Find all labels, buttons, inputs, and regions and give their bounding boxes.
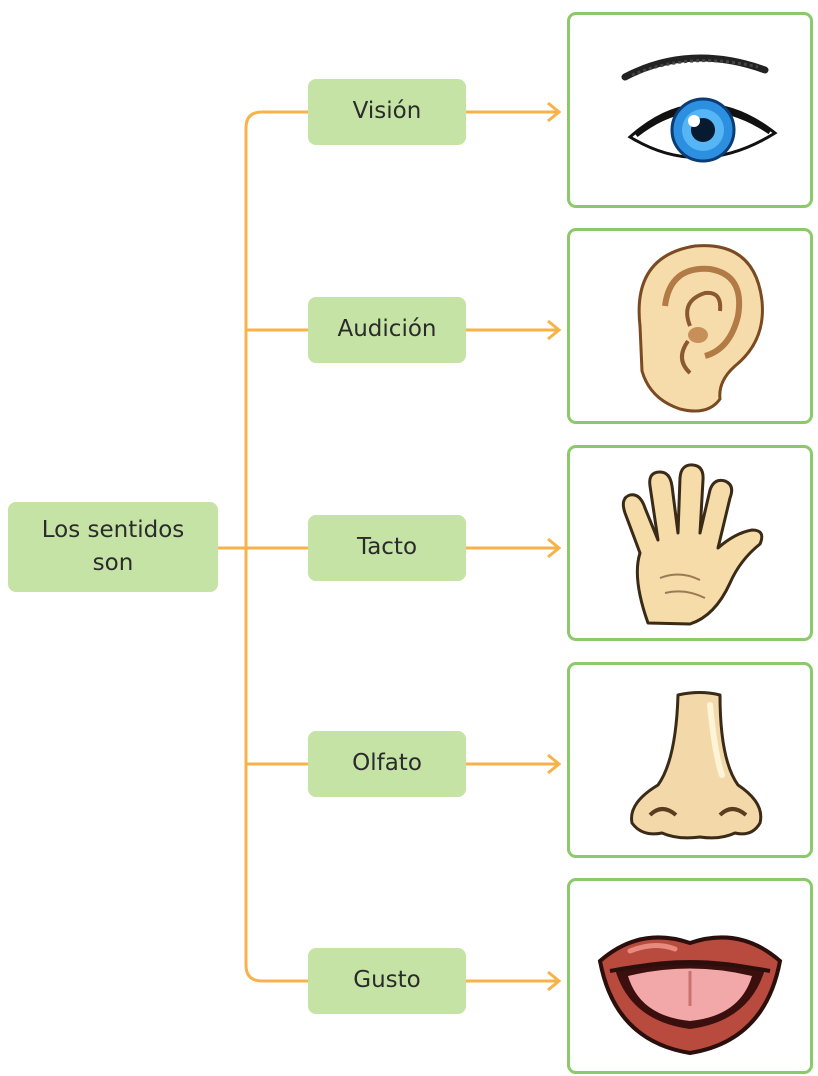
eye-icon [621, 54, 778, 163]
image-frame-gusto [567, 878, 813, 1074]
sense-node-gusto: Gusto [308, 948, 466, 1014]
ear-icon [637, 244, 764, 413]
arrow-vision [466, 101, 562, 123]
arrow-gusto [466, 970, 562, 992]
image-frame-audicion [567, 228, 813, 424]
sense-label-olfato: Olfato [352, 750, 422, 777]
arrow-olfato [466, 753, 562, 775]
nose-icon [630, 691, 763, 840]
sense-node-vision: Visión [308, 79, 466, 145]
sense-node-audicion: Audición [308, 297, 466, 363]
image-frame-vision [567, 12, 813, 208]
sense-node-tacto: Tacto [308, 515, 466, 581]
root-label: Los sentidos son [41, 516, 185, 576]
sense-label-vision: Visión [352, 98, 422, 125]
root-node: Los sentidos son [8, 502, 218, 592]
image-frame-olfato [567, 662, 813, 858]
hand-icon [621, 463, 764, 626]
arrow-tacto [466, 537, 562, 559]
mouth-icon [597, 935, 783, 1056]
image-frame-tacto [567, 445, 813, 641]
sense-label-tacto: Tacto [356, 534, 418, 561]
sense-node-olfato: Olfato [308, 731, 466, 797]
arrow-audicion [466, 319, 562, 341]
sense-label-gusto: Gusto [353, 967, 421, 994]
sense-label-audicion: Audición [337, 316, 437, 343]
